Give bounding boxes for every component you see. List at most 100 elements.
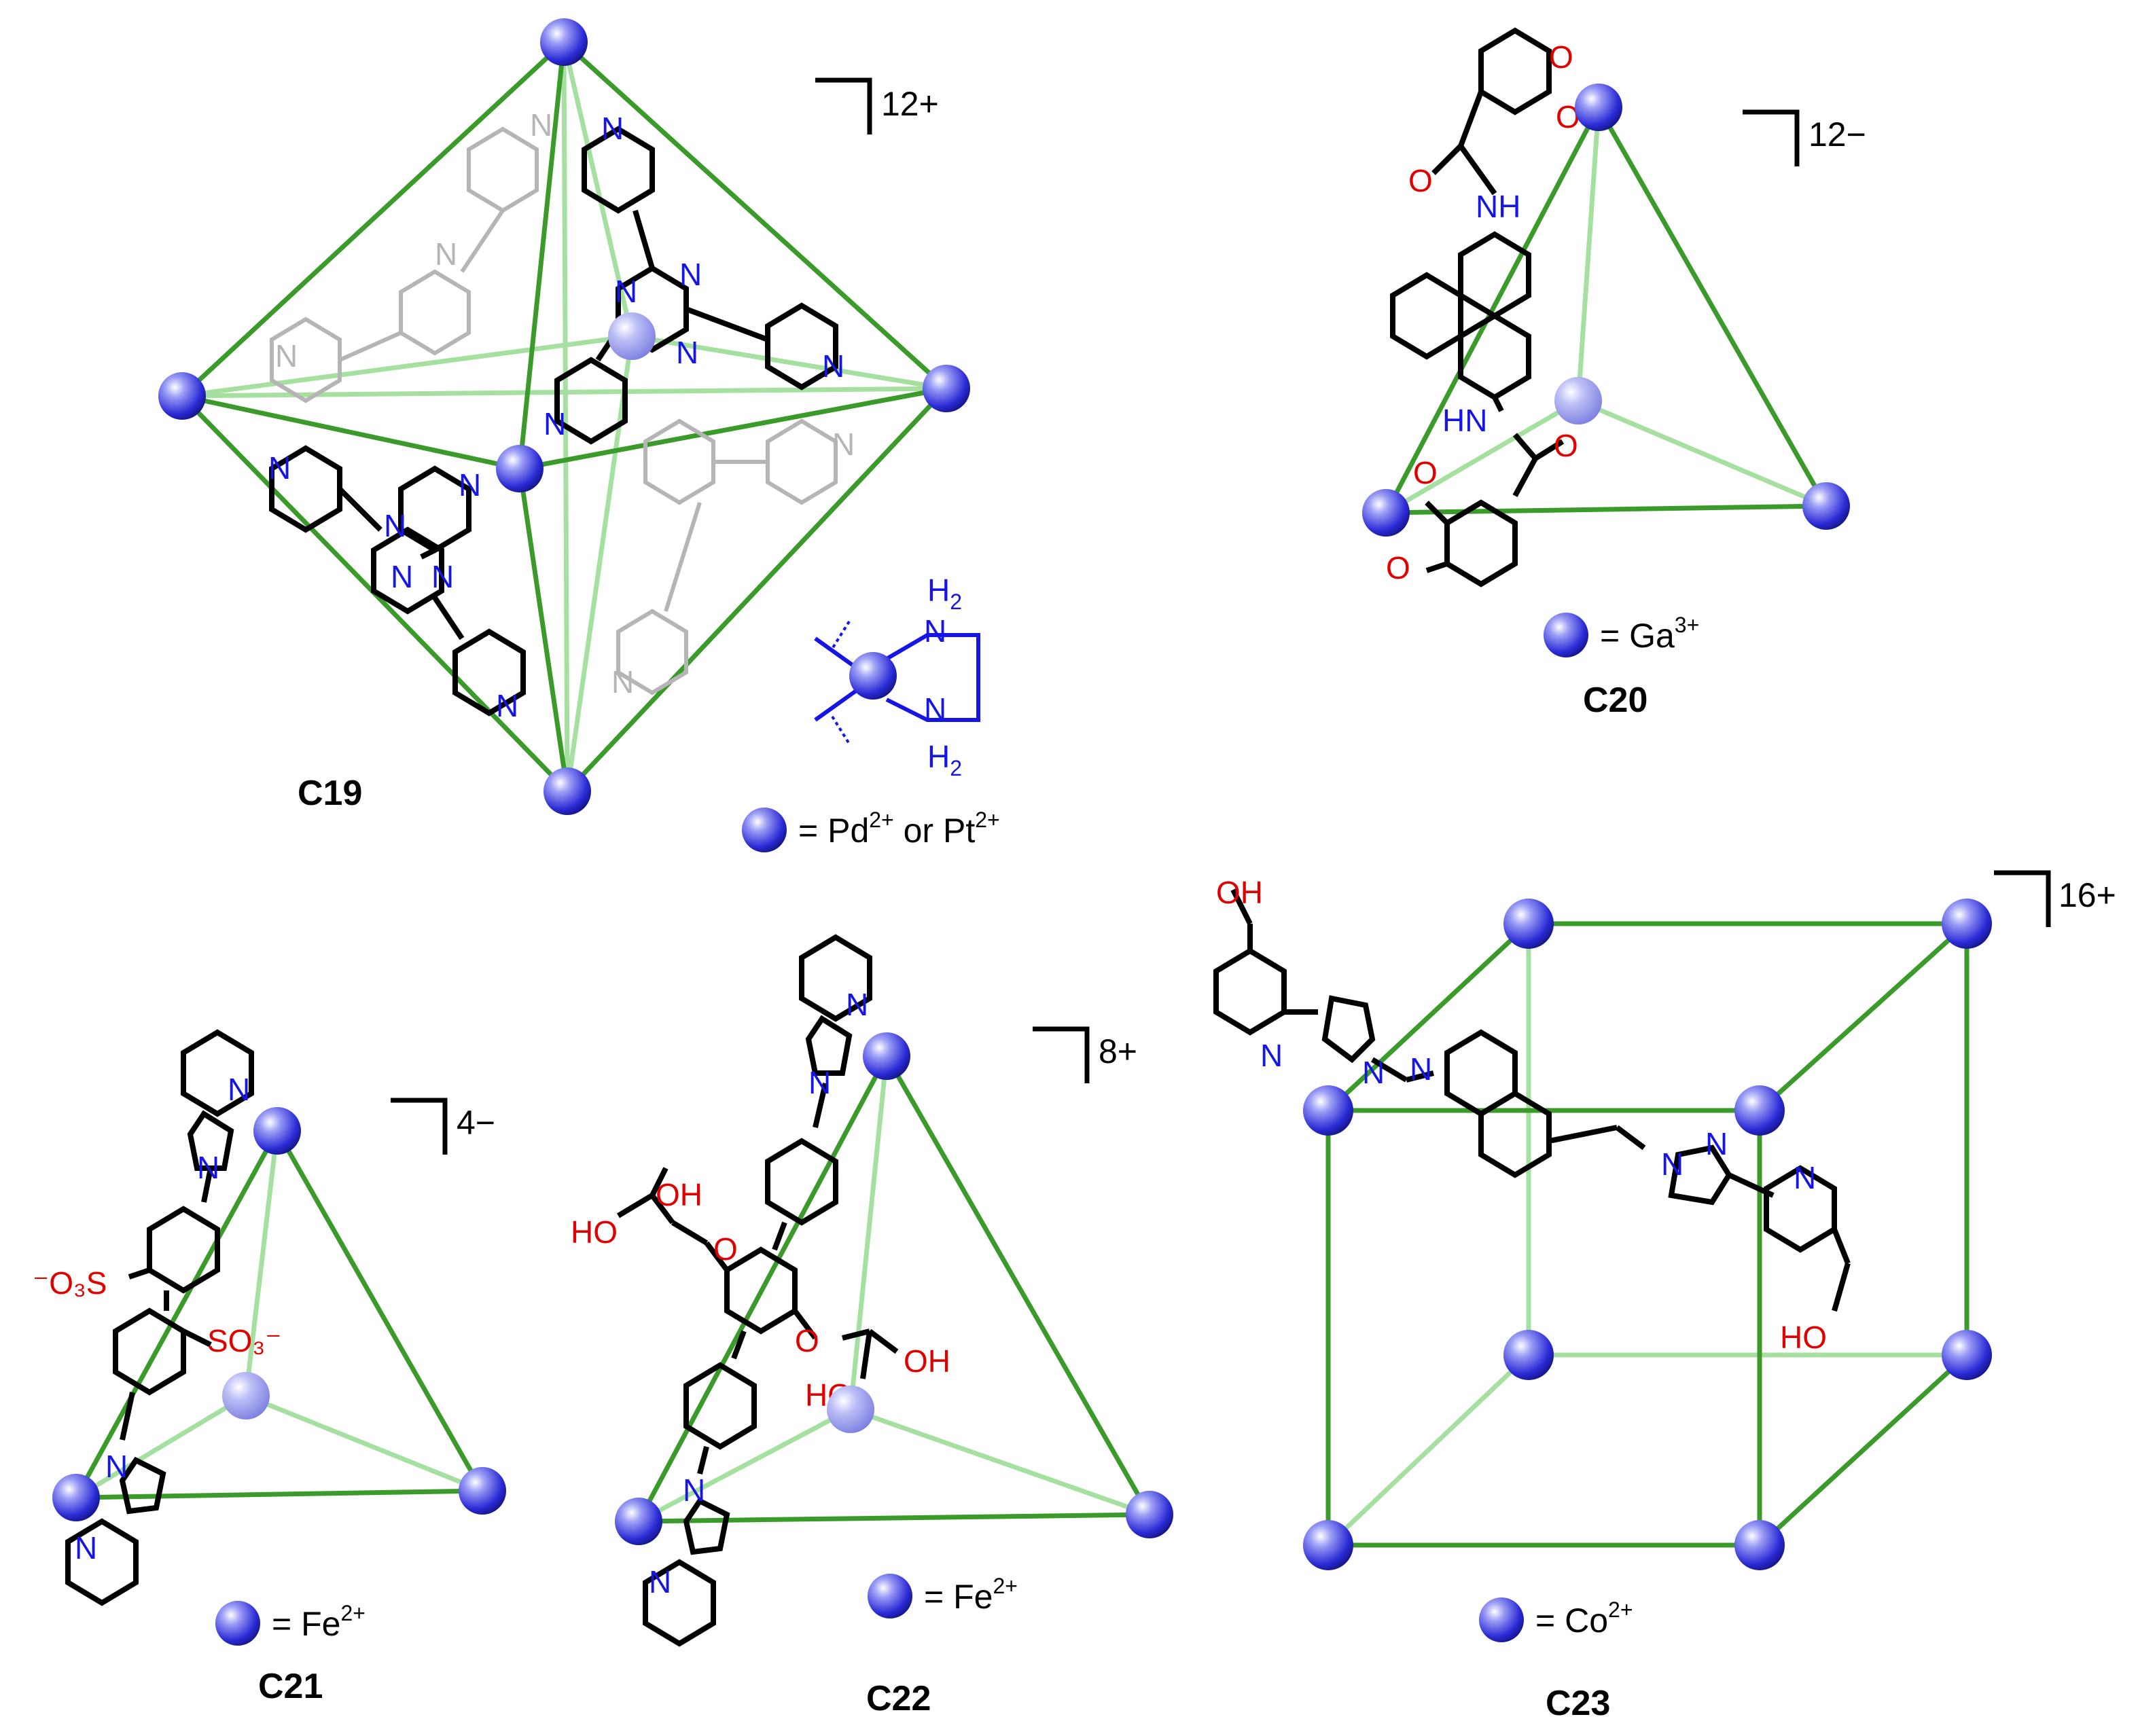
c19-metal-left: [158, 372, 206, 420]
c20-legend-sup: 3+: [1675, 613, 1699, 637]
c21-n-3: N: [105, 1449, 128, 1484]
c21-charge-bracket: [391, 1098, 448, 1155]
c20-legend-sphere: [1544, 613, 1588, 657]
c20-o-3: O: [1413, 455, 1438, 490]
cage-c22: N N N N O O HO OH OH HO 8+ = Fe2+ C22: [571, 934, 1173, 1718]
c19-metal-right: [923, 365, 970, 412]
c22-legend-eq: = Fe: [924, 1578, 993, 1616]
c23-metal-front-top-left: [1303, 1085, 1353, 1136]
c23-ligand: [1213, 888, 1851, 1312]
c19-metal-bottom: [544, 767, 591, 815]
cage-c23: OH N N N N N N HO 16+ = Co2+ C23: [1213, 870, 2116, 1723]
c19-front-edges: [180, 40, 948, 793]
c19-faded-n-4: N: [832, 427, 855, 462]
c21-legend-sphere: [215, 1601, 260, 1646]
c19-charge-bracket: [815, 77, 872, 134]
c20-o-carbonyl-1: O: [1408, 163, 1433, 198]
c22-o-ether-1: O: [713, 1231, 738, 1267]
c19-legend-sup1: 2+: [869, 808, 893, 832]
c22-metal-back: [827, 1386, 874, 1433]
c21-so3-left: ⁻O₃S: [33, 1265, 107, 1301]
c21-metal-top: [253, 1107, 301, 1155]
c19-faded-n-3: N: [435, 236, 457, 272]
c20-o-4: O: [1386, 550, 1410, 585]
c22-oh-2: OH: [904, 1343, 950, 1379]
c19-n-py1: N: [601, 111, 624, 146]
c19-n-py4: N: [268, 450, 291, 486]
c19-legend-mid: or Pt: [894, 812, 976, 850]
c21-legend-eq: = Fe: [272, 1605, 340, 1643]
c23-ho-bottom: HO: [1780, 1320, 1827, 1355]
c22-legend-sup: 2+: [993, 1574, 1017, 1598]
c21-n-1: N: [228, 1072, 250, 1107]
cage-c21: N N N N ⁻O₃S SO₃⁻ 4− = Fe2+ C21: [33, 1029, 506, 1706]
c22-charge: 8+: [1099, 1032, 1137, 1070]
c23-n-pz-3: N: [1661, 1146, 1683, 1182]
svg-text:H2: H2: [927, 573, 962, 614]
c19-n-py3: N: [544, 406, 566, 441]
c20-metal-right: [1802, 482, 1850, 530]
c19-charge: 12+: [881, 85, 939, 123]
c23-metal-back-top-left: [1503, 899, 1554, 949]
c20-charge-bracket: [1743, 109, 1800, 166]
c19-en-n-top: N: [924, 613, 946, 649]
c21-metal-left: [52, 1474, 100, 1521]
c19-en-h-top: H: [927, 573, 950, 608]
svg-text:H2: H2: [927, 739, 962, 780]
c19-faded-n-5: N: [611, 664, 634, 700]
c19-faded-n-2: N: [275, 338, 298, 374]
c21-so3-right: SO₃⁻: [207, 1323, 281, 1358]
c23-legend-sphere: [1479, 1597, 1524, 1642]
c19-n-tz1: N: [615, 274, 637, 309]
c22-metal-left: [615, 1498, 662, 1545]
c20-back-edges: [1385, 107, 1828, 516]
c19-en-metal: [849, 652, 897, 700]
c22-legend: = Fe2+: [868, 1574, 1018, 1619]
c20-front-edges: [1383, 106, 1829, 516]
c19-metal-top: [540, 18, 588, 66]
c23-legend: = Co2+: [1479, 1597, 1633, 1642]
c19-n-tz5: N: [391, 559, 413, 594]
c21-metal-back: [222, 1372, 270, 1419]
c21-legend-sup: 2+: [340, 1601, 365, 1625]
c19-en-h-top-sub: 2: [950, 590, 962, 614]
c23-legend-eq: = Co: [1535, 1602, 1608, 1640]
c20-nh: NH: [1476, 189, 1520, 224]
c19-legend-sphere: [742, 808, 787, 852]
c22-front-edges: [636, 1055, 1152, 1524]
svg-text:= Fe2+: = Fe2+: [272, 1601, 366, 1643]
c23-oh-top: OH: [1216, 875, 1263, 910]
c19-faded-n-1: N: [530, 107, 552, 143]
c21-n-4: N: [75, 1530, 97, 1566]
c20-label: C20: [1583, 681, 1647, 720]
c19-legend: = Pd2+ or Pt2+: [742, 808, 1000, 852]
c19-label: C19: [298, 774, 362, 813]
cage-c19: N N N N N N N N N N N N: [158, 18, 1000, 852]
c20-legend-eq: = Ga: [1600, 617, 1675, 655]
c20-metal-back: [1554, 377, 1602, 424]
c23-n-py-1: N: [1260, 1038, 1283, 1073]
cage-c20: O O O NH HN O O O 12− = Ga3+ C20: [1362, 27, 1866, 720]
c23-front-edges: [1325, 921, 1970, 1548]
svg-text:= Fe2+: = Fe2+: [924, 1574, 1018, 1616]
c19-metal-back: [608, 312, 656, 360]
c19-n-tz4: N: [384, 508, 406, 543]
c19-legend-sup2: 2+: [975, 808, 999, 832]
c22-n-1: N: [846, 987, 868, 1022]
c23-charge: 16+: [2059, 876, 2116, 914]
c21-front-edges: [73, 1129, 485, 1500]
c22-ho: HO: [571, 1214, 618, 1250]
c23-metal-front-bottom-left: [1303, 1520, 1353, 1570]
c19-en-n-bottom: N: [924, 691, 946, 727]
c19-en-h-bottom: H: [927, 739, 950, 774]
c22-o-ether-2: O: [795, 1323, 819, 1358]
c22-oh-1: OH: [656, 1177, 702, 1212]
c19-metal-front: [496, 445, 544, 492]
c23-metal-back-top-right: [1942, 899, 1992, 949]
c23-metal-back-bottom-right: [1942, 1330, 1992, 1380]
c19-en-h-bottom-sub: 2: [950, 756, 962, 780]
c22-charge-bracket: [1033, 1026, 1090, 1083]
c23-metal-front-top-right: [1734, 1085, 1785, 1136]
